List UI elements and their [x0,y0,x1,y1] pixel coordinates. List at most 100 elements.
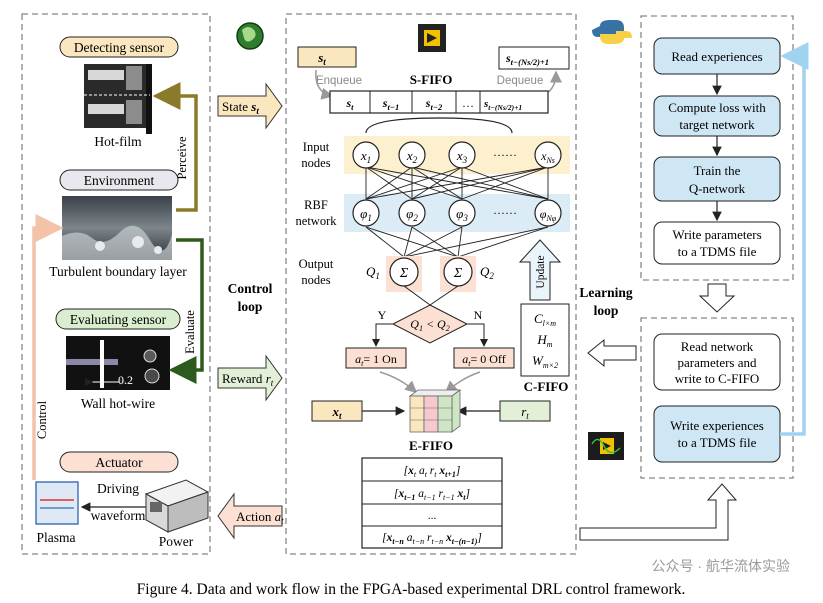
output-node-q1: Σ [389,257,419,287]
cfifo-box: Cl×m Hm Wm×2 [520,303,570,377]
efifo-cube-icon [408,389,462,433]
update-arrow [518,239,562,301]
wall-hot-wire-label: Wall hot-wire [81,396,155,411]
globe-icon [236,22,264,50]
control-loop-label-2: loop [238,299,263,314]
sfifo-label: S-FIFO [410,72,453,87]
st-output-box: st−(Ns/2)+1 [498,46,570,70]
left-panel [21,13,211,555]
svg-text:Q-network: Q-network [689,181,746,196]
learning-loop-label-1: Learning [579,285,633,300]
write-parameters-box[interactable]: Write parameters to a TDMS file [653,221,781,265]
detecting-sensor-label: Detecting sensor [59,36,179,58]
perceive-arrow [152,82,198,212]
evaluate-label: Evaluate [183,310,197,354]
yes-arrow [372,323,393,347]
svg-text:Compute loss with: Compute loss with [668,100,766,115]
svg-text:Train the: Train the [694,163,741,178]
rbf-node-nphi: φNφ [534,199,562,227]
control-arrow [32,214,64,480]
svg-text:xt: xt [331,404,342,421]
wall-hot-wire-image [66,336,170,390]
train-q-network-box[interactable]: Train the Q-network [653,156,781,202]
svg-text:to a TDMS file: to a TDMS file [678,244,757,259]
network-edges [365,166,549,258]
figure-caption: Figure 4. Data and work flow in the FPGA… [137,581,686,598]
input-nodes-label-2: nodes [301,156,330,170]
evaluate-arrow [168,238,204,384]
svg-text:φ1: φ1 [360,206,372,223]
svg-text:x1: x1 [360,148,371,165]
output-nodes-label-2: nodes [301,273,330,287]
rbf-label-2: network [296,214,338,228]
driving-label: Driving [97,481,139,496]
hot-film-label: Hot-film [94,134,142,149]
rbf-node-2: φ2 [398,199,426,227]
evaluating-sensor-label: Evaluating sensor [55,308,181,330]
rbf-node-3: φ3 [448,199,476,227]
rt-box: rt [499,400,551,422]
decision-edges [403,285,459,306]
read-network-box[interactable]: Read network parameters and write to C-F… [653,333,781,391]
input-dots: ······ [493,148,517,162]
svg-text:parameters and: parameters and [677,355,757,370]
action-label: Action at [236,509,284,526]
input-nodes-label-1: Input [303,140,330,154]
svg-text:Read experiences: Read experiences [671,49,762,64]
st-input-box: st [297,46,357,68]
watermark: 公众号 · 航华流体实验 [652,558,790,574]
write-experiences-box[interactable]: Write experiences to a TDMS file [653,405,781,463]
decision-label: Q1 < Q2 [410,317,449,333]
update-label: Update [535,255,547,288]
read-experiences-box[interactable]: Read experiences [653,37,781,75]
svg-text:at= 0 Off: at= 0 Off [462,352,505,368]
svg-text:st: st [317,50,326,67]
svg-text:rt: rt [521,404,529,421]
rbf-dots: ······ [493,206,517,220]
learning-panel-bottom [640,317,794,479]
svg-text:target network: target network [679,117,755,132]
off-to-efifo-arrow [444,371,481,393]
xt-box: xt [311,400,363,422]
cfifo-label: C-FIFO [524,379,569,394]
turbulent-image [62,196,172,260]
control-loop-label-1: Control [228,281,273,296]
fpga-panel [285,13,577,555]
scale-label: 0.2 [118,373,133,387]
enqueue-arrow [315,69,334,100]
action-off-box: at= 0 Off [453,347,515,369]
reward-label: Reward rt [222,371,274,388]
turbulent-label: Turbulent boundary layer [49,264,187,279]
perceive-label: Perceive [175,136,189,179]
reward-arrow [217,354,283,402]
svg-text:Actuator: Actuator [95,455,143,470]
power-label: Power [159,534,194,549]
action-arrow [217,492,283,540]
no-label: N [474,308,483,322]
chip-icon [418,24,446,52]
input-node-x2: x2 [398,141,426,169]
no-arrow [467,323,488,347]
input-node-x3: x3 [448,141,476,169]
queue-cell-0: st [345,96,354,112]
state-arrow [217,82,283,130]
power-icon [144,479,210,533]
decision-diamond [391,304,469,344]
efifo-label: E-FIFO [409,438,453,453]
experience-row-2: ... [428,510,437,522]
output-node-q2: Σ [443,257,473,287]
labview-icon [588,432,624,460]
output-nodes-label-1: Output [299,257,334,271]
svg-text:Evaluating sensor: Evaluating sensor [70,312,167,327]
environment-label: Environment [59,169,179,191]
svg-text:at= 1 On: at= 1 On [355,352,397,368]
dequeue-label: Dequeue [497,75,544,87]
hot-film-image [84,64,152,134]
compute-loss-box[interactable]: Compute loss with target network [653,95,781,137]
input-node-x1: x1 [352,141,380,169]
svg-text:x3: x3 [456,148,468,165]
svg-text:Σ: Σ [399,266,409,281]
waveform-label: waveform [91,508,146,523]
svg-text:Detecting sensor: Detecting sensor [74,40,165,55]
